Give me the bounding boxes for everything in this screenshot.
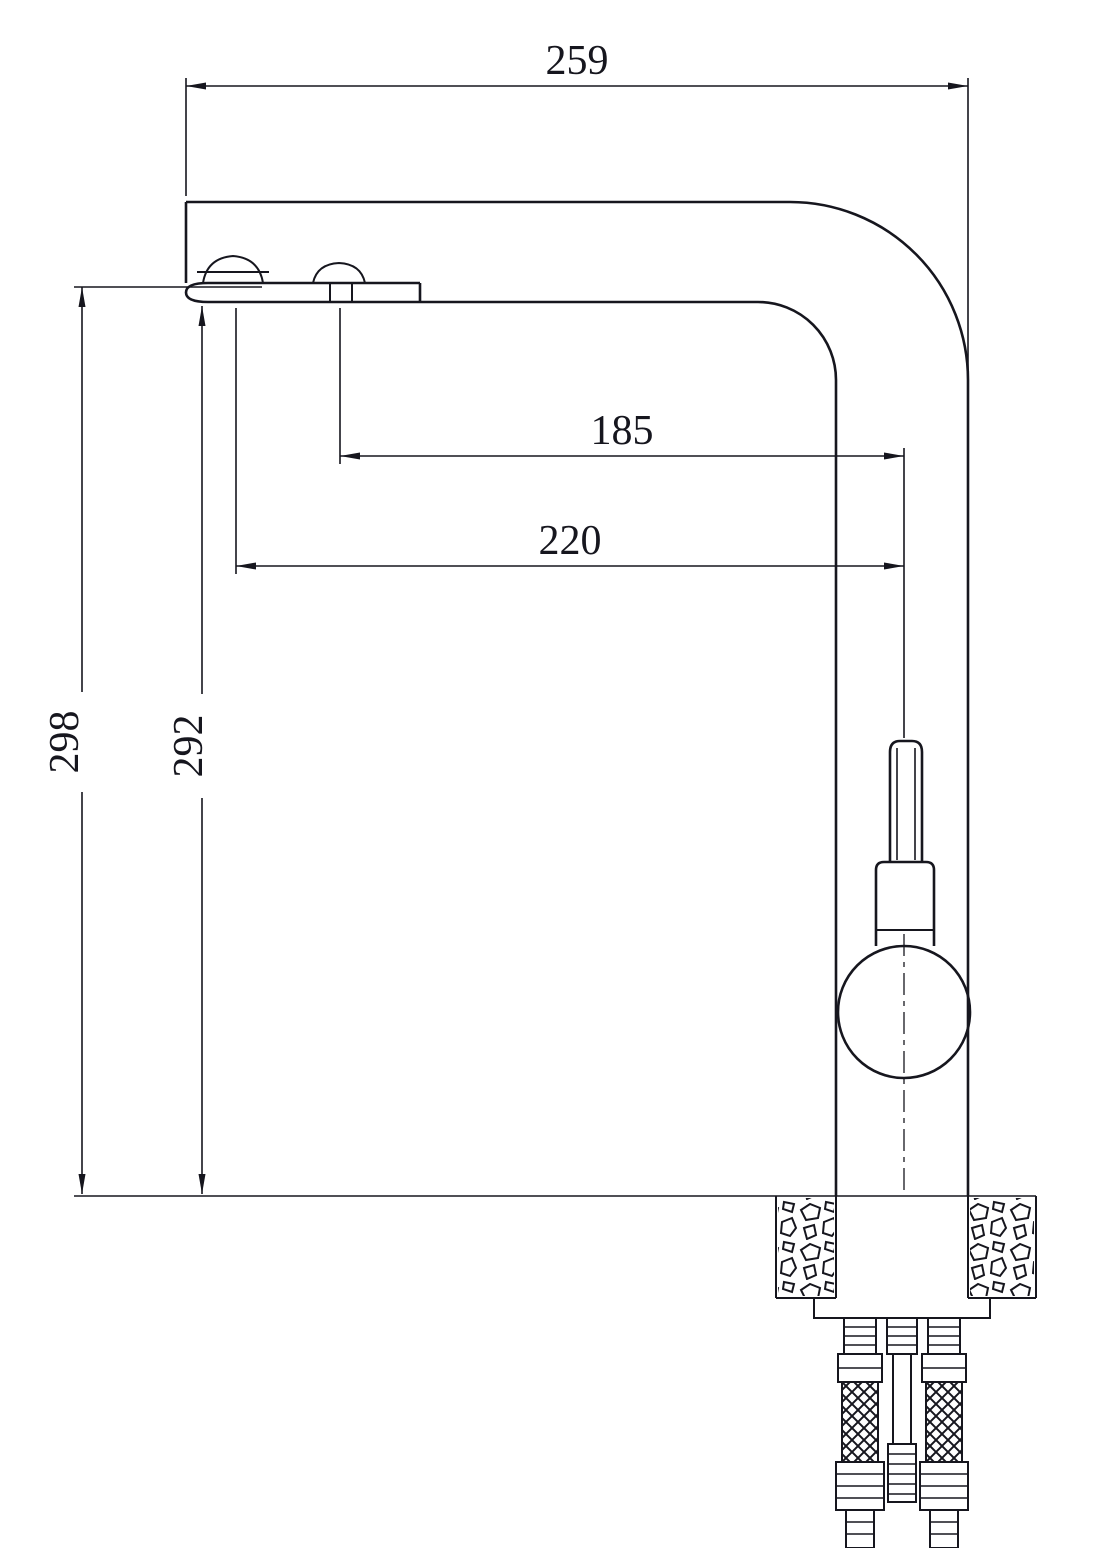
hose-end-tube-left [845, 1509, 875, 1548]
countertop-hatch-right [970, 1198, 1034, 1296]
filter-tube-sides [892, 1354, 912, 1444]
dimension-label-overall-height: 298 [42, 711, 88, 774]
aerator-dome-small-tab [329, 283, 353, 302]
hose-tail-ribs [844, 1326, 960, 1346]
dimension-outlet-to-body [339, 308, 905, 738]
arrowhead [884, 562, 904, 570]
arrowhead [948, 82, 968, 90]
handle-lever-stem [888, 739, 924, 862]
dimension-label-spout-underside-height: 292 [166, 715, 212, 778]
dimension-label-outlet-to-body: 185 [591, 408, 654, 454]
label-mask [164, 694, 208, 798]
hose-tails [843, 1317, 961, 1355]
arrowhead [340, 452, 360, 460]
extension-line [339, 308, 905, 738]
dimension-label-overall-reach: 259 [546, 38, 609, 84]
hose-end-collar-left-ribs [836, 1473, 884, 1499]
hose-end-connectors [835, 1461, 969, 1548]
countertop-hatch-left [778, 1198, 834, 1296]
hose-end-tube-left-ribs [846, 1521, 874, 1535]
dimension-overall-reach [185, 78, 969, 374]
handle-lever-stem-detail [896, 748, 916, 860]
under-counter-hardware [813, 1298, 991, 1548]
dimension-label-tip-to-body: 220 [539, 518, 602, 564]
filter-tube-collar [887, 1443, 917, 1503]
aerator-outlets [197, 254, 366, 302]
hose-fittings [837, 1353, 967, 1383]
arrowhead [236, 562, 256, 570]
braided-hoses [841, 1381, 963, 1463]
mounting-flange [813, 1298, 991, 1319]
arrowhead [78, 1174, 86, 1194]
arrowhead [78, 287, 86, 307]
hose-end-collar-right-ribs [920, 1473, 968, 1499]
aerator-dome-large [202, 254, 264, 284]
dimension-labels: 259 185 220 298 292 [42, 38, 654, 778]
extension-line [185, 78, 969, 374]
countertop [74, 1195, 1037, 1299]
countertop-edges [775, 1196, 1037, 1299]
arrowhead [198, 1174, 206, 1194]
spout-outer-edge [186, 200, 970, 1196]
arrowhead [884, 452, 904, 460]
faucet-body-outline [184, 200, 970, 1196]
handle-collar [874, 860, 936, 946]
label-mask [44, 692, 86, 792]
arrowhead [198, 306, 206, 326]
hose-end-tube-right [929, 1509, 959, 1548]
aerator-dome-small [312, 261, 366, 284]
spout-inner-edge [420, 300, 838, 1196]
arrowhead [186, 82, 206, 90]
braided-hose-left-texture [842, 1382, 878, 1462]
hose-end-tube-right-ribs [930, 1521, 958, 1535]
tip-plate [184, 281, 422, 304]
braided-hose-right-texture [926, 1382, 962, 1462]
handle-assembly [836, 739, 972, 1194]
dimension-tip-to-body [235, 308, 904, 574]
filter-tube [887, 1354, 917, 1503]
shank-through-counter [835, 1196, 969, 1298]
filter-tube-collar-ribs [888, 1453, 916, 1495]
